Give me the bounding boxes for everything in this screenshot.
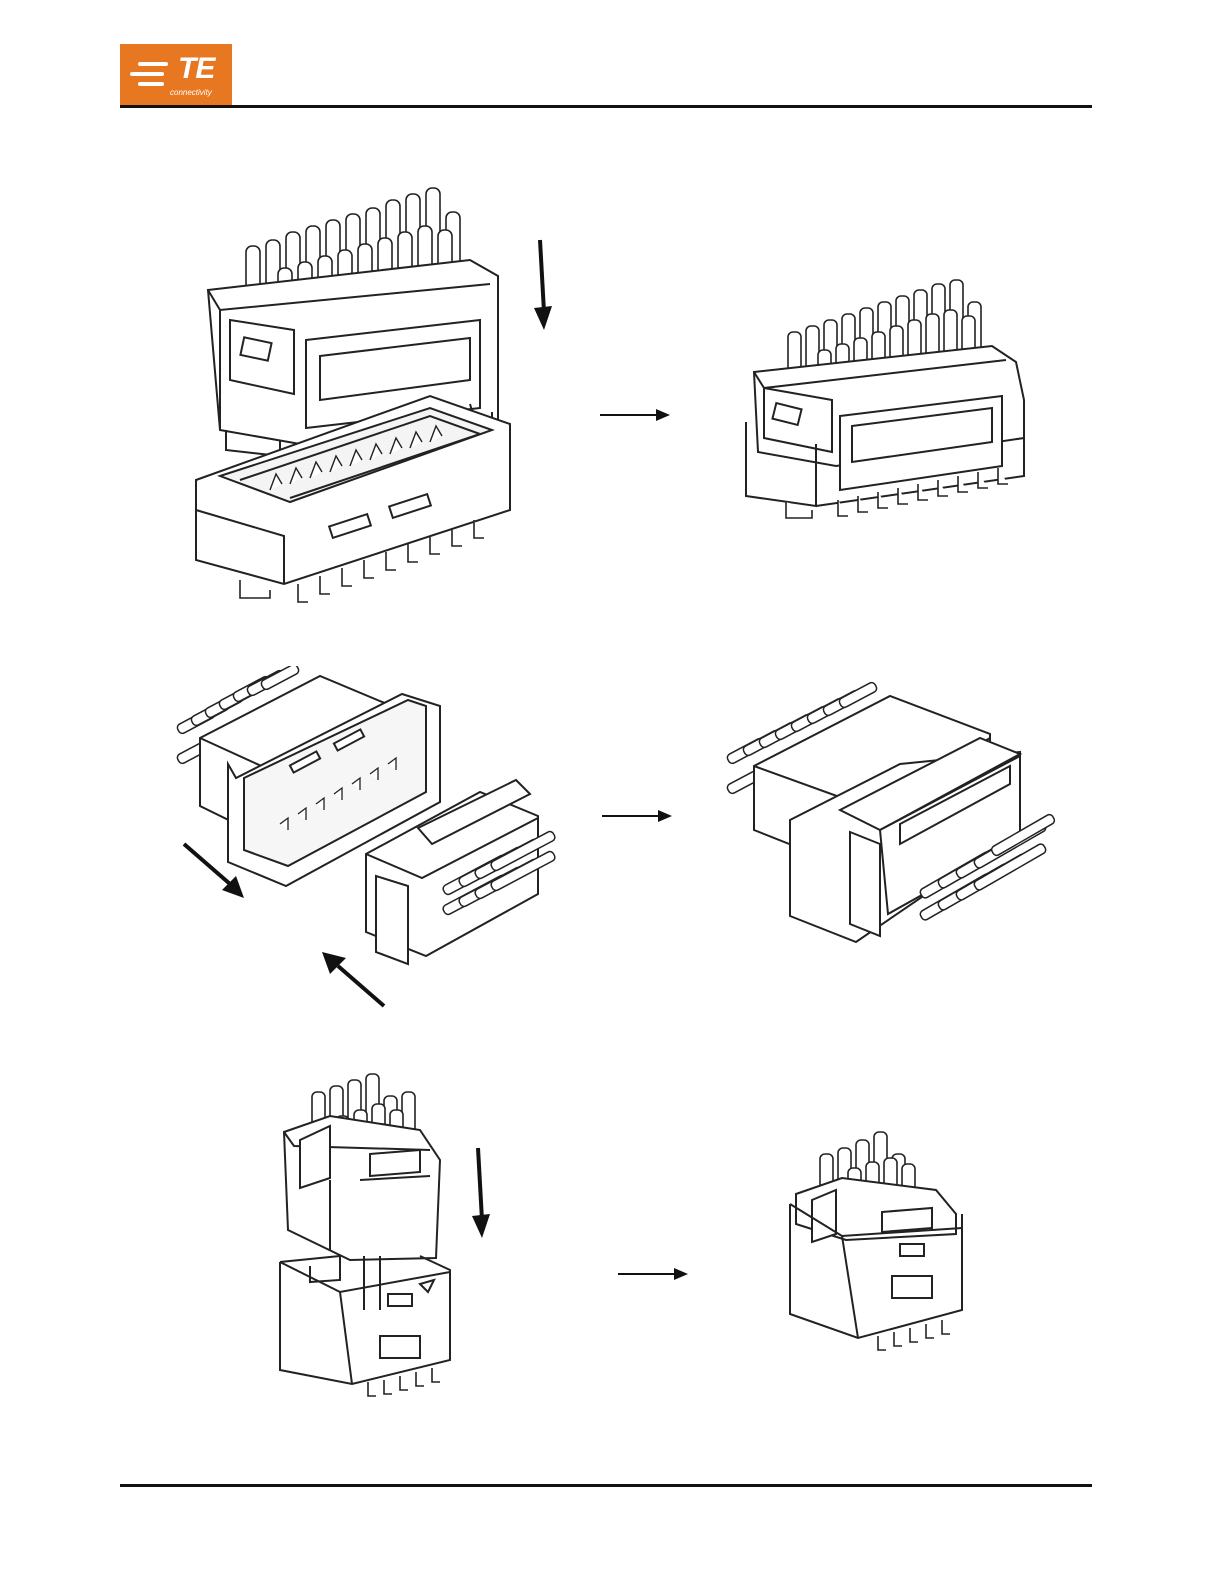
diagonal-up-arrow-icon — [318, 950, 388, 1010]
te-connectivity-logo: TE connectivity — [120, 44, 232, 106]
right-arrow-icon — [616, 1265, 690, 1283]
figure-horizontal-mating-mated — [720, 680, 1070, 950]
figure-horizontal-mating-unmated — [170, 666, 570, 976]
figure-vertical-mating-unmated — [180, 180, 580, 610]
figure-small-vertical-mating-unmated — [270, 1070, 470, 1420]
logo-wordmark: TE — [178, 52, 214, 86]
right-arrow-icon — [598, 406, 672, 424]
logo-tagline: connectivity — [170, 88, 212, 97]
te-mark-icon — [892, 1276, 932, 1298]
figure-small-vertical-mating-mated — [786, 1124, 976, 1364]
header-rule — [120, 105, 1092, 108]
connector-small-vertical-unmated-drawing — [270, 1070, 470, 1420]
te-mark-icon — [380, 1336, 420, 1358]
connector-vertical-unmated-drawing — [180, 180, 580, 610]
diagonal-down-arrow-icon — [180, 840, 250, 900]
connector-small-vertical-mated-drawing — [786, 1124, 976, 1364]
figure-vertical-mating-mated — [740, 276, 1040, 536]
right-arrow-icon — [600, 807, 674, 825]
down-arrow-icon — [468, 1144, 492, 1240]
connector-vertical-mated-drawing — [740, 276, 1040, 536]
down-arrow-icon — [530, 236, 554, 332]
connector-horizontal-mated-drawing — [720, 680, 1070, 950]
connector-horizontal-unmated-drawing — [170, 666, 570, 976]
footer-rule — [120, 1484, 1092, 1487]
